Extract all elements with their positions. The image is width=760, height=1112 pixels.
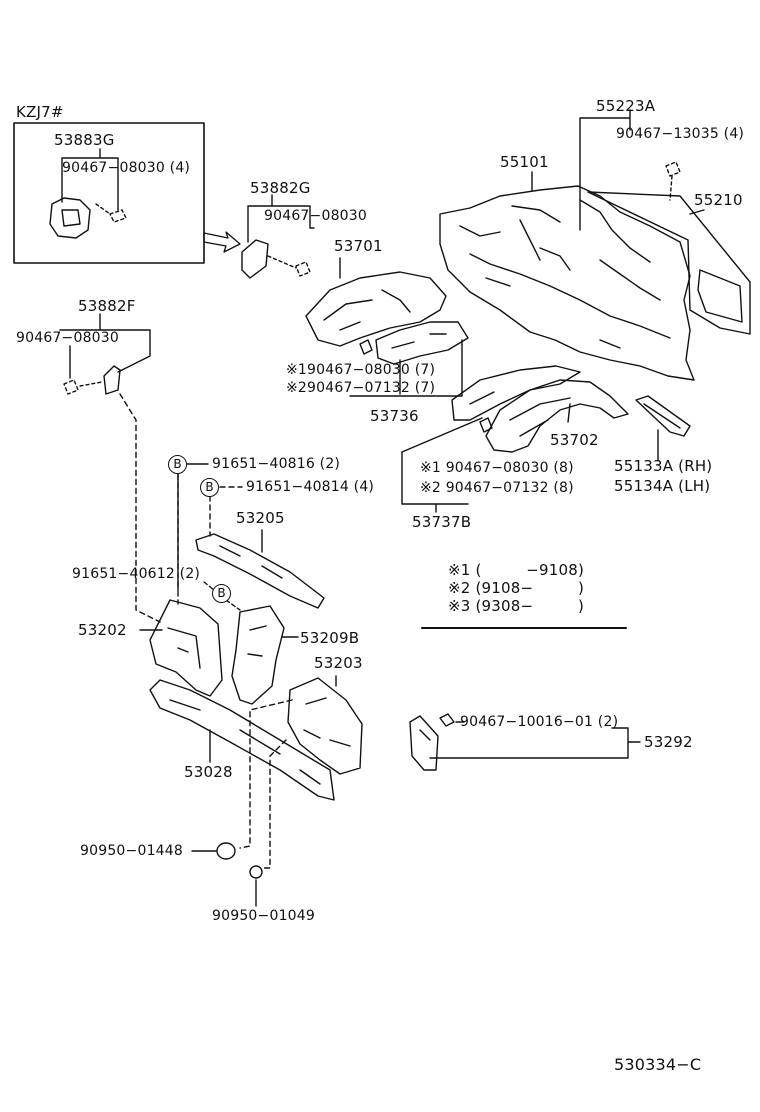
- leader-53736: [349, 339, 463, 397]
- part-label-53292: 53292: [644, 733, 693, 751]
- part-label-90467-10016: 90467−10016−01 (2): [460, 714, 619, 730]
- bolt-53292: [439, 713, 455, 727]
- part-53736-shape: [375, 321, 469, 365]
- part-label-90467-08030-g: 90467−08030: [264, 208, 368, 224]
- part-53701-shape: [305, 271, 447, 347]
- part-label-53882g: 53882G: [250, 179, 311, 197]
- circle-marker-b-1: B: [168, 455, 187, 474]
- part-53203-shape: [287, 677, 363, 775]
- part-53205-shape: [195, 533, 325, 609]
- part-label-53701: 53701: [334, 237, 383, 255]
- part-label-53737-note1: ※1 90467−08030 (8): [420, 460, 574, 476]
- leader-53292: [429, 721, 641, 759]
- part-label-53736-note1: ※190467−08030 (7): [286, 362, 436, 378]
- circle-marker-b-2: B: [200, 478, 219, 497]
- part-label-53028: 53028: [184, 763, 233, 781]
- part-label-53737-note2: ※2 90467−07132 (8): [420, 480, 574, 496]
- dash-53203-a: [239, 699, 293, 849]
- plug-90950-01448: [216, 842, 236, 860]
- part-53292-shape: [409, 715, 439, 771]
- figure-reference: 530334−C: [614, 1055, 702, 1074]
- dash-53203-b: [261, 739, 287, 869]
- part-label-55223a: 55223A: [596, 97, 656, 115]
- part-53209b-shape: [231, 605, 285, 705]
- part-53882f-shape: [103, 365, 121, 395]
- part-55101-shape: [439, 185, 695, 381]
- bolt-53736: [359, 339, 373, 355]
- inset-box: [13, 122, 205, 264]
- part-label-53737b: 53737B: [412, 513, 472, 531]
- part-53202-shape: [149, 599, 223, 697]
- part-53702-shape: [485, 379, 629, 453]
- part-label-53736: 53736: [370, 407, 419, 425]
- part-label-53202: 53202: [78, 621, 127, 639]
- bolt-53883g: [95, 203, 127, 223]
- leader-53702: [567, 403, 571, 423]
- part-53883g-shape: [49, 197, 91, 239]
- part-label-90950-01049: 90950−01049: [212, 908, 316, 924]
- leader-53882f: [59, 313, 151, 379]
- bolt-53882f: [63, 379, 103, 395]
- part-label-55134a: 55134A (LH): [614, 477, 711, 495]
- part-label-53736-note2: ※290467−07132 (7): [286, 380, 436, 396]
- arrow-inset: [203, 231, 241, 253]
- part-label-53205: 53205: [236, 509, 285, 527]
- part-label-53209b: 53209B: [300, 629, 360, 647]
- bolt-55223a: [665, 161, 681, 201]
- part-label-55133a: 55133A (RH): [614, 457, 713, 475]
- part-label-91651-40816: 91651−40816 (2): [212, 456, 341, 472]
- note-2: ※2 (9108− ): [448, 579, 585, 597]
- leader-91651-40814: [209, 486, 243, 537]
- part-label-91651-40612: 91651−40612 (2): [72, 566, 201, 582]
- bolt-53882g: [267, 255, 311, 277]
- part-label-90467-08030-f: 90467−08030: [16, 330, 120, 346]
- part-label-53882f: 53882F: [78, 297, 136, 315]
- part-label-90467-13035: 90467−13035 (4): [616, 126, 745, 142]
- leader-53883g: [61, 148, 119, 211]
- part-label-53702: 53702: [550, 431, 599, 449]
- part-label-53883g: 53883G: [54, 131, 115, 149]
- part-label-90950-01448: 90950−01448: [80, 843, 184, 859]
- inset-label: KZJ7#: [16, 103, 64, 121]
- leader-55210: [689, 209, 705, 215]
- circle-marker-b-3: B: [212, 584, 231, 603]
- bolt-53737b: [479, 417, 493, 433]
- firewall-detail: [459, 199, 671, 349]
- part-label-53203: 53203: [314, 654, 363, 672]
- dash-53882f-down: [119, 393, 161, 623]
- part-53882g-shape: [241, 239, 269, 279]
- part-55133a-shape: [635, 395, 691, 437]
- leader-53737b: [401, 417, 483, 513]
- leader-53882g: [247, 194, 315, 243]
- plug-90950-01049: [249, 865, 263, 879]
- part-53028-shape: [149, 679, 335, 801]
- part-label-90467-08030-4: 90467−08030 (4): [62, 160, 191, 176]
- note-3: ※3 (9308− ): [448, 597, 585, 615]
- part-label-55210: 55210: [694, 191, 743, 209]
- part-55210-shape: [587, 191, 751, 335]
- part-label-55101: 55101: [500, 153, 549, 171]
- part-53737b-shape: [451, 365, 581, 421]
- note-1: ※1 ( −9108): [448, 561, 585, 579]
- leader-55223a: [579, 109, 631, 231]
- part-label-91651-40814: 91651−40814 (4): [246, 479, 375, 495]
